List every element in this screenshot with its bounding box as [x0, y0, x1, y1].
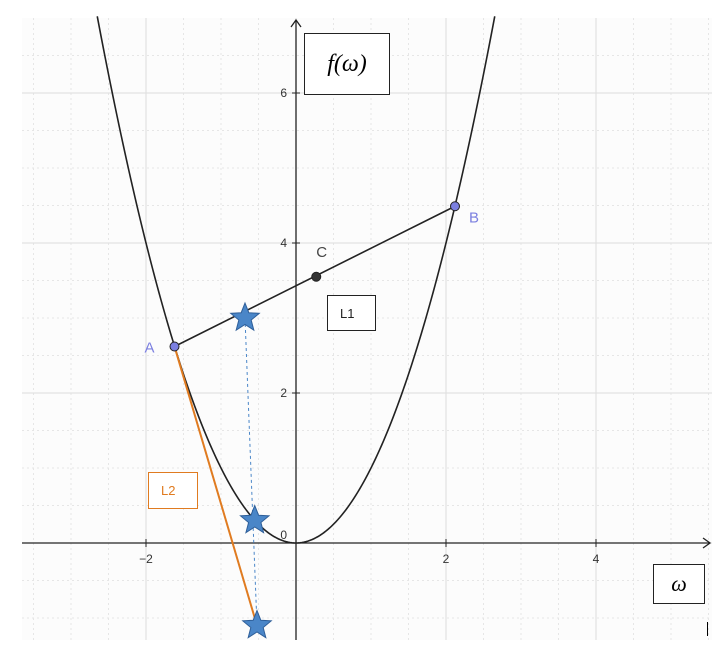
ylabel-text: f(ω): [327, 50, 367, 77]
ticks: −2 2 4 2 4 6 0: [139, 86, 600, 566]
star-marker: [229, 301, 261, 332]
grid: [22, 18, 712, 640]
point-label-a: A: [145, 340, 155, 357]
mark-layer: A B C: [145, 201, 479, 639]
x-tick-label: 4: [593, 552, 600, 566]
line-l2: [173, 346, 258, 626]
x-tick-label: 2: [443, 552, 450, 566]
parabola-curve: [96, 16, 496, 544]
y-axis-arrow: [290, 18, 302, 28]
point-c: [311, 271, 322, 282]
x-axis-arrow: [702, 537, 712, 549]
point-label-c: C: [316, 244, 327, 261]
y-tick-label: 6: [280, 86, 287, 100]
l1-label-box: L1: [327, 295, 376, 331]
edge-mark: [707, 622, 708, 636]
point-a: [169, 341, 180, 352]
star-marker: [241, 609, 273, 639]
star-marker: [239, 504, 271, 534]
y-tick-label: 2: [280, 386, 287, 400]
point-b: [450, 201, 460, 212]
xlabel-box: ω: [653, 564, 705, 604]
l2-label-text: L2: [161, 483, 176, 498]
ylabel-box: f(ω): [304, 33, 390, 95]
origin-label: 0: [280, 528, 287, 542]
l2-label-box: L2: [148, 472, 198, 509]
point-label-b: B: [469, 209, 479, 226]
axes: [22, 18, 712, 640]
curve-layer: [96, 16, 496, 544]
x-tick-label: −2: [139, 552, 153, 566]
xlabel-text: ω: [671, 571, 687, 596]
l1-label-text: L1: [340, 305, 355, 321]
y-tick-label: 4: [280, 236, 287, 250]
